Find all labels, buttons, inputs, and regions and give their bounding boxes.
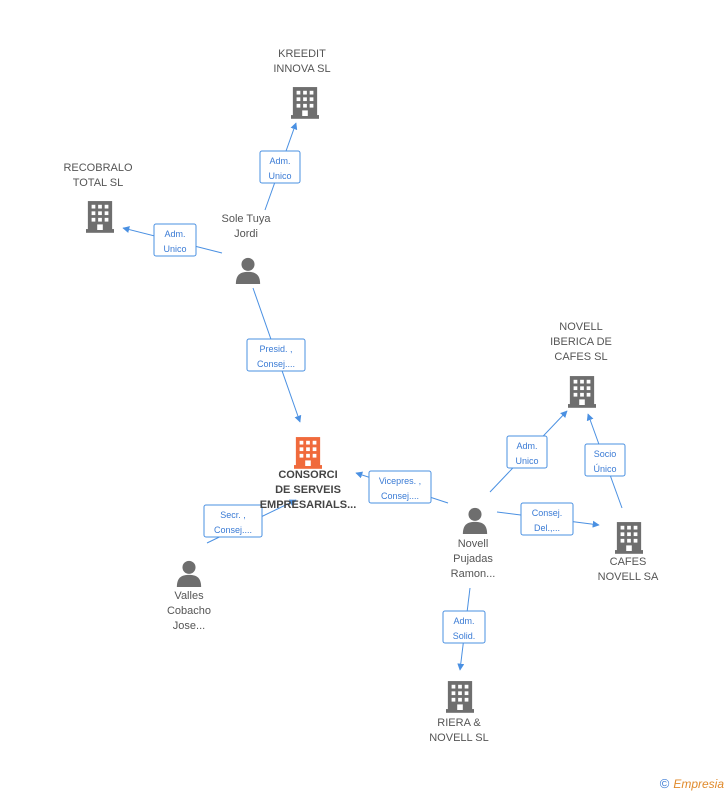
node-label[interactable]: Ramon... <box>451 568 496 580</box>
node-label[interactable]: RIERA & <box>437 717 481 729</box>
edge-label-text: Adm. <box>164 229 185 239</box>
edge-novell_pujadas-cafes_novell: Consej. Del.,... <box>496 502 600 536</box>
edge-label-text: Adm. <box>516 441 537 451</box>
person-icon[interactable] <box>462 507 488 534</box>
edge-label-box[interactable] <box>203 504 263 538</box>
edge-label-box[interactable] <box>442 610 486 644</box>
edge-label-text: Secr. , <box>220 510 246 520</box>
node-label[interactable]: INNOVA SL <box>273 63 330 75</box>
edge-label-text: Del.,... <box>534 523 560 533</box>
building-icon[interactable] <box>568 376 596 408</box>
node-label[interactable]: RECOBRALO <box>63 162 133 174</box>
node-label[interactable]: Sole Tuya <box>222 213 272 225</box>
edge-label-box[interactable] <box>153 223 197 257</box>
node-label[interactable]: TOTAL SL <box>73 177 124 189</box>
edge-label-box[interactable] <box>520 502 574 536</box>
node-label[interactable]: CONSORCI <box>278 469 337 481</box>
edge-label-text: Consej.... <box>257 359 295 369</box>
node-valles[interactable]: VallesCobachoJose... <box>167 560 211 632</box>
building-icon[interactable] <box>291 87 319 119</box>
edge-label-text: Solid. <box>453 631 476 641</box>
edge-label-text: Consej.... <box>381 491 419 501</box>
footer-brand: © Empresia <box>660 776 724 791</box>
edge-novell_pujadas-consorci: Vicepres. , Consej.... <box>355 470 449 504</box>
node-label[interactable]: Valles <box>174 590 204 602</box>
edge-label-box[interactable] <box>246 338 306 372</box>
edge-label-text: Presid. , <box>259 344 292 354</box>
edge-label-text: Unico <box>515 456 538 466</box>
edge-sole-recobralo: Adm. Unico <box>122 223 223 257</box>
node-label[interactable]: KREEDIT <box>278 48 326 60</box>
edge-label-text: Vicepres. , <box>379 476 421 486</box>
building-icon[interactable] <box>615 522 643 554</box>
node-label[interactable]: DE SERVEIS <box>275 484 341 496</box>
node-novell_iberica[interactable]: NOVELL IBERICA DE CAFES SL <box>550 321 612 408</box>
node-recobralo[interactable]: RECOBRALO TOTAL SL <box>63 162 133 233</box>
edge-label-text: Unico <box>268 171 291 181</box>
edge-novell_pujadas-novell_iberica: Adm. Unico <box>489 410 568 493</box>
node-label[interactable]: NOVELL SA <box>598 571 659 583</box>
node-label[interactable]: Novell <box>458 538 489 550</box>
edge-label-text: Socio <box>594 449 617 459</box>
person-icon[interactable] <box>176 560 202 587</box>
edge-label-box[interactable] <box>259 150 301 184</box>
brand-name: Empresia <box>673 776 724 791</box>
edge-label-box[interactable] <box>584 443 626 477</box>
nodes-layer: KREEDIT INNOVA SL RECOBRALO TOTAL SL Sole Tu… <box>63 48 659 744</box>
node-label[interactable]: IBERICA DE <box>550 336 612 348</box>
node-label[interactable]: EMPRESARIALS... <box>260 499 357 511</box>
node-label[interactable]: Cobacho <box>167 605 211 617</box>
edge-label-text: Adm. <box>269 156 290 166</box>
node-novell_pujadas[interactable]: NovellPujadasRamon... <box>451 507 496 580</box>
building-icon[interactable] <box>294 437 322 469</box>
node-label[interactable]: Jordi <box>234 228 258 240</box>
node-cafes_novell[interactable]: CAFES NOVELL SA <box>598 522 659 583</box>
node-riera[interactable]: RIERA & NOVELL SL <box>429 681 489 744</box>
node-label[interactable]: CAFES <box>610 556 647 568</box>
node-label[interactable]: NOVELL SL <box>429 732 489 744</box>
person-icon[interactable] <box>235 257 261 284</box>
edge-novell_pujadas-riera: Adm. Solid. <box>442 587 486 671</box>
edge-sole-kreedit: Adm. Unico <box>259 122 301 211</box>
node-label[interactable]: CAFES SL <box>554 351 607 363</box>
edge-sole-consorci: Presid. , Consej.... <box>246 287 306 423</box>
edge-label-box[interactable] <box>506 435 548 469</box>
edge-label-text: Consej.... <box>214 525 252 535</box>
node-label[interactable]: Pujadas <box>453 553 493 565</box>
edge-valles-consorci: Secr. , Consej.... <box>203 499 297 544</box>
edge-label-box[interactable] <box>368 470 432 504</box>
building-icon[interactable] <box>446 681 474 713</box>
building-icon[interactable] <box>86 201 114 233</box>
edge-label-text: Unico <box>163 244 186 254</box>
node-label[interactable]: NOVELL <box>559 321 602 333</box>
node-label[interactable]: Jose... <box>173 620 205 632</box>
node-kreedit[interactable]: KREEDIT INNOVA SL <box>273 48 331 119</box>
edge-label-text: Único <box>593 464 616 474</box>
copyright-icon: © <box>659 776 670 791</box>
node-consorci[interactable]: CONSORCI DE SERVEIS EMPRESARIALS... <box>260 437 357 511</box>
edge-label-text: Adm. <box>453 616 474 626</box>
edge-label-text: Consej. <box>532 508 563 518</box>
